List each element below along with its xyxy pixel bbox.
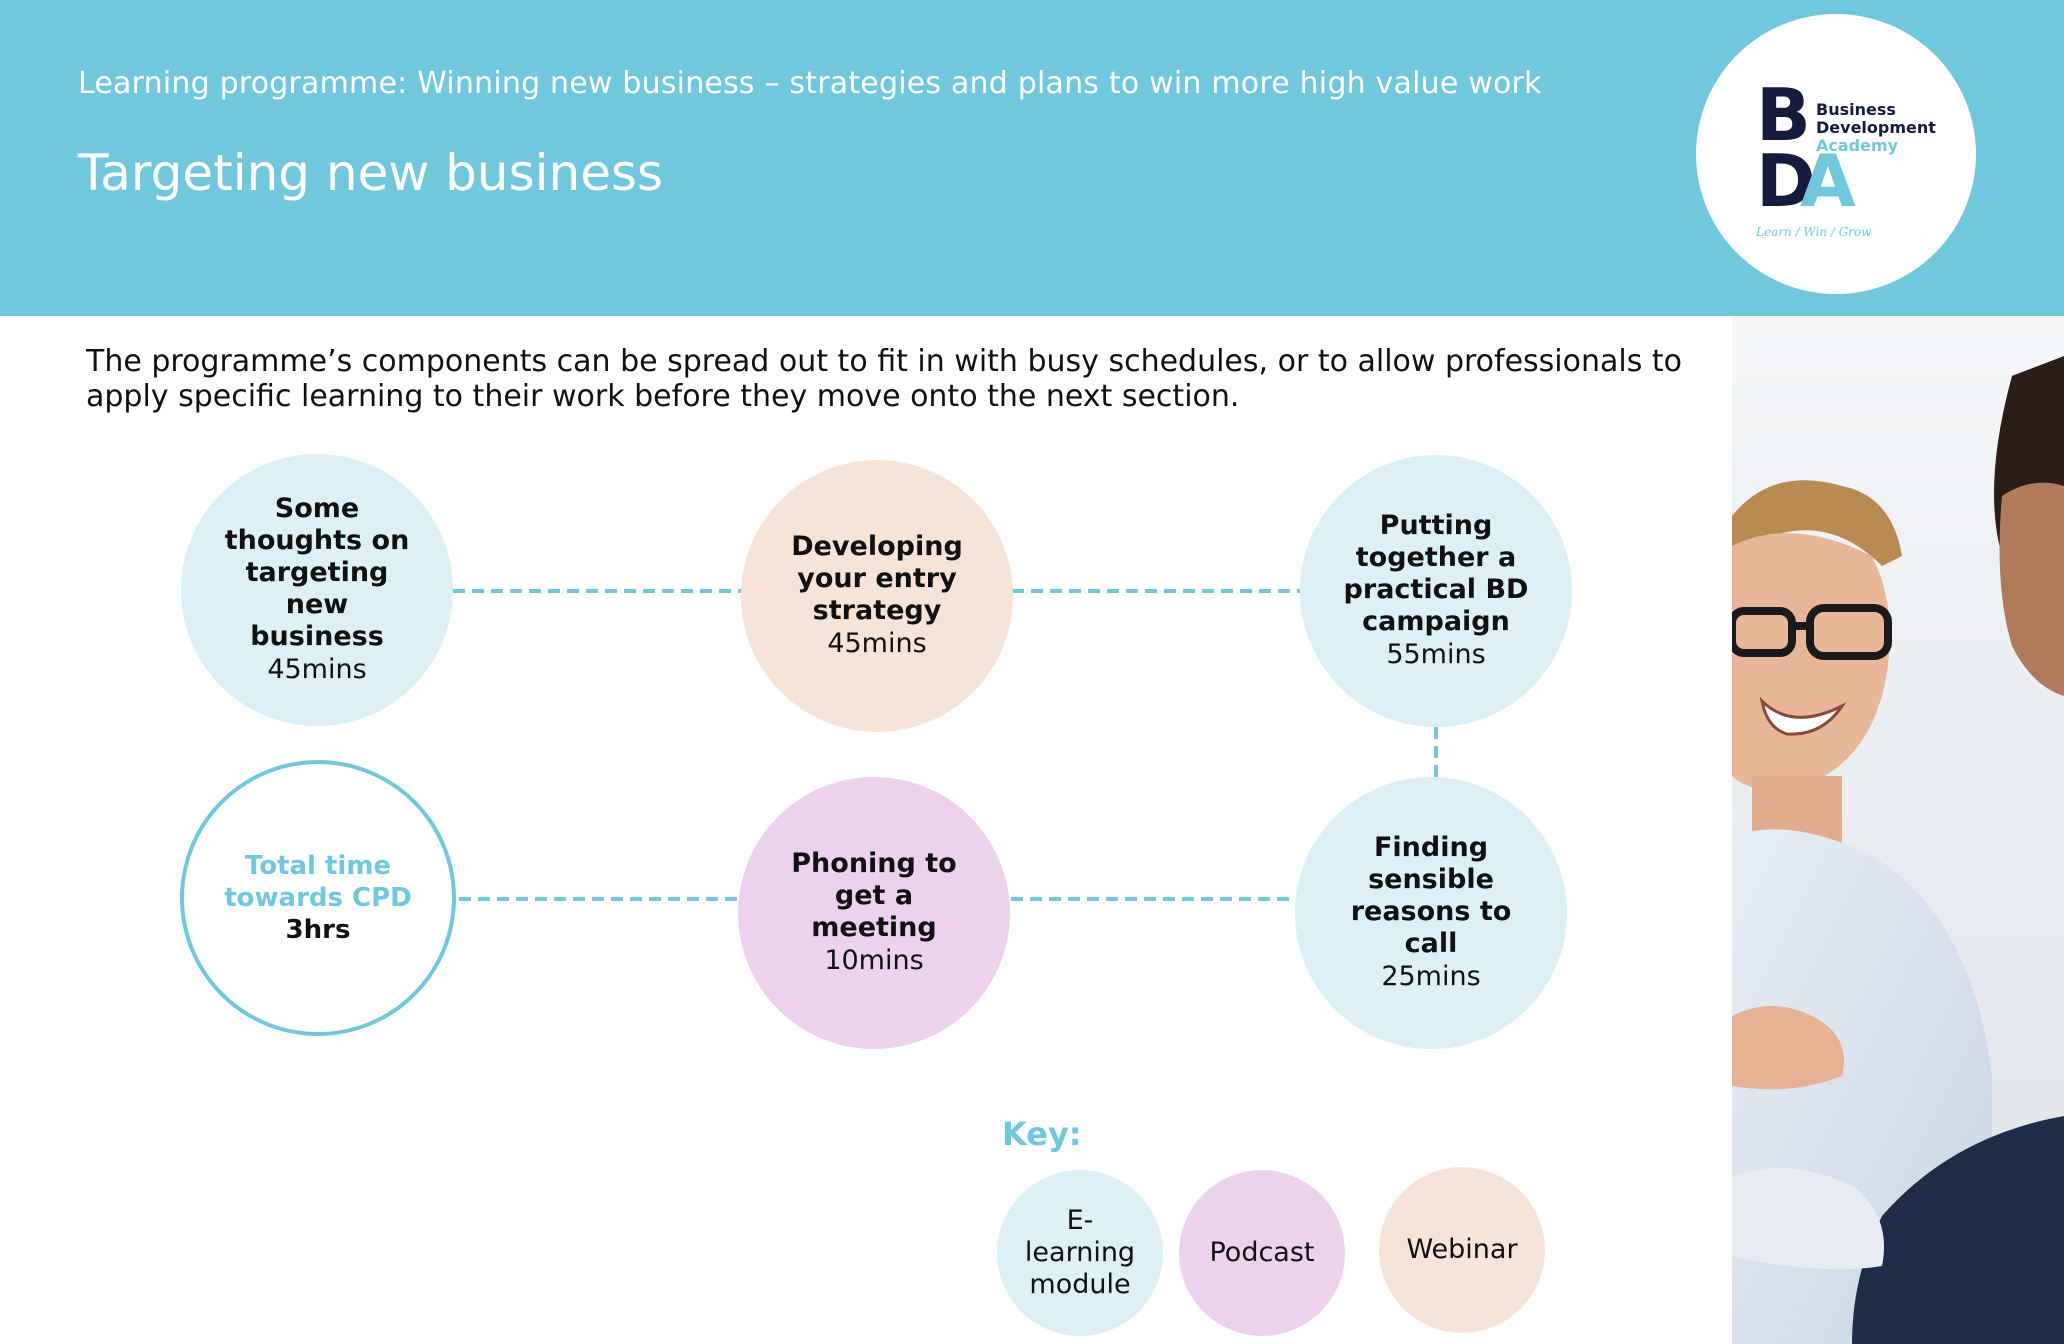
module-duration: 25mins [1381, 961, 1481, 992]
key-podcast-label: Podcast [1209, 1237, 1315, 1268]
key-webinar: Webinar [1379, 1167, 1545, 1333]
total-cpd-label: Total time towards CPD [224, 851, 412, 913]
photo-illustration [1732, 316, 2064, 1344]
logo-letter-d: D [1756, 139, 1816, 223]
module-circle[interactable]: Putting together a practical BD campaign… [1300, 455, 1572, 727]
business-meeting-photo [1732, 316, 2064, 1344]
logo-letter-b: B [1756, 84, 1811, 157]
module-name: Phoning to get a meeting [791, 848, 957, 943]
module-name: Developing your entry strategy [791, 531, 963, 626]
module-duration: 10mins [824, 945, 924, 976]
module-circle[interactable]: Finding sensible reasons to call 25mins [1295, 777, 1567, 1049]
module-duration: 45mins [267, 654, 367, 685]
programme-subtitle: Learning programme: Winning new business… [78, 66, 1542, 101]
logo-text-line2: Development [1816, 118, 1936, 137]
key-elearning-label: E-learning module [1024, 1205, 1136, 1300]
module-duration: 45mins [827, 628, 927, 659]
total-cpd-value: 3hrs [285, 915, 351, 945]
module-circle[interactable]: Some thoughts on targeting new business … [181, 454, 453, 726]
intro-text: The programme’s components can be spread… [86, 344, 1683, 414]
page-title: Targeting new business [78, 144, 664, 202]
logo-tagline: Learn / Win / Grow [1756, 225, 1872, 239]
total-cpd-circle: Total time towards CPD 3hrs [180, 760, 456, 1036]
key-podcast: Podcast [1179, 1170, 1345, 1336]
key-elearning: E-learning module [997, 1170, 1163, 1336]
module-name: Finding sensible reasons to call [1350, 832, 1512, 959]
logo-text-line1: Business [1816, 100, 1896, 119]
module-name: Some thoughts on targeting new business [224, 493, 410, 652]
module-duration: 55mins [1386, 639, 1486, 670]
bda-logo: B D A Business Development Academy Learn… [1696, 14, 1976, 294]
logo-letter-a: A [1800, 139, 1856, 223]
logo-text-line3: Academy [1816, 136, 1899, 155]
bda-logo-mark: B D A Business Development Academy Learn… [1756, 84, 1936, 239]
key-title: Key: [1002, 1115, 1082, 1153]
module-circle[interactable]: Developing your entry strategy 45mins [741, 460, 1013, 732]
module-circle[interactable]: Phoning to get a meeting 10mins [738, 777, 1010, 1049]
module-name: Putting together a practical BD campaign [1343, 510, 1529, 637]
header-banner: Learning programme: Winning new business… [0, 0, 2064, 316]
key-webinar-label: Webinar [1406, 1234, 1518, 1265]
